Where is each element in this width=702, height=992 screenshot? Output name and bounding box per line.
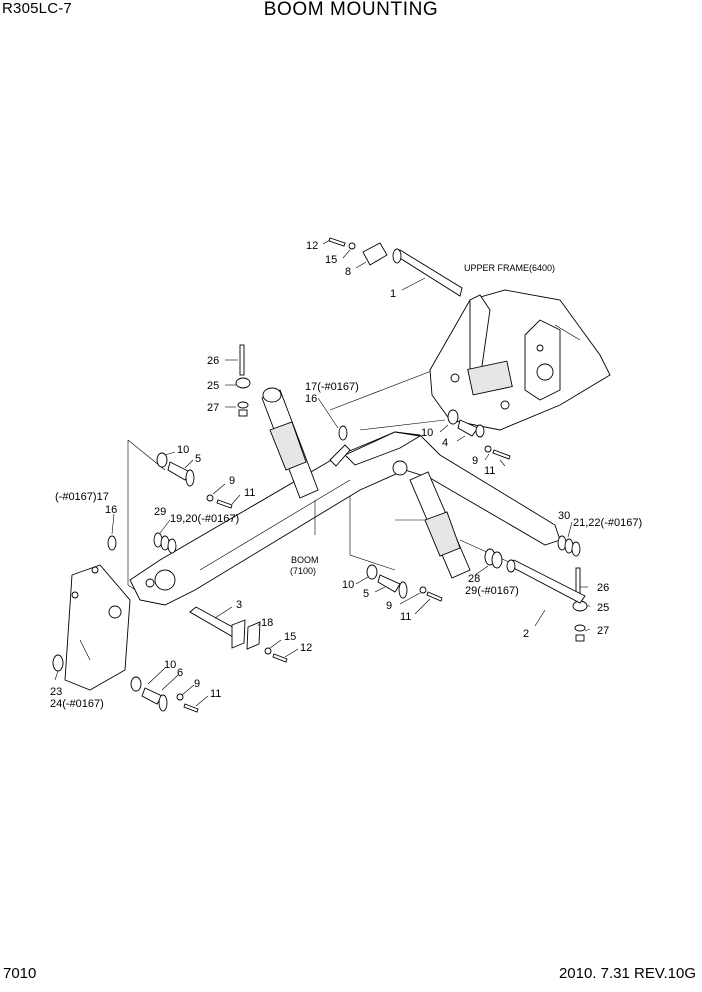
callout: 10 xyxy=(342,579,354,591)
page-number: 7010 xyxy=(3,965,37,982)
upper-frame xyxy=(429,289,611,431)
washer-16-top xyxy=(329,425,351,467)
callout: 21,22(-#0167) xyxy=(573,517,642,529)
callout: 26 xyxy=(597,582,609,594)
boom-foot-pin xyxy=(392,248,463,297)
pin-bottom xyxy=(189,606,288,663)
callout: 5 xyxy=(363,588,369,600)
callout: 11 xyxy=(484,465,495,477)
callout: 15 xyxy=(284,631,296,643)
page-title: BOOM MOUNTING xyxy=(263,0,439,20)
boom-cylinder-lower xyxy=(409,471,471,579)
bolt-stack-right xyxy=(572,567,588,642)
callout: 25 xyxy=(207,380,219,392)
callout: 30 xyxy=(558,510,570,522)
callout: 12 xyxy=(300,642,312,654)
callout: 17(-#0167) xyxy=(305,381,359,393)
pin-mid xyxy=(366,564,443,602)
callout: 11 xyxy=(210,688,221,700)
callout: 23 xyxy=(50,686,62,698)
callout: 24(-#0167) xyxy=(50,698,104,710)
boom-cylinder-upper xyxy=(261,387,319,499)
callout: 9 xyxy=(194,678,200,690)
callout-labels: 12 15 8 1 26 25 27 17(-#0167) 16 10 4 9 … xyxy=(50,240,642,710)
callout: 16 xyxy=(305,393,317,405)
callout: (-#0167)17 xyxy=(55,491,109,503)
callout: 15 xyxy=(325,254,337,266)
callout: 16 xyxy=(105,504,117,516)
pin-right xyxy=(447,409,511,460)
boom-label: BOOM xyxy=(291,555,319,565)
callout: 29(-#0167) xyxy=(465,585,519,597)
callout: 9 xyxy=(472,455,478,467)
leader-lines xyxy=(54,239,591,707)
callout: 19,20(-#0167) xyxy=(170,513,239,525)
callout: 4 xyxy=(442,437,448,449)
callout: 27 xyxy=(597,625,609,637)
callout: 9 xyxy=(229,475,235,487)
callout: 25 xyxy=(597,602,609,614)
callout: 12 xyxy=(306,240,318,252)
callout: 27 xyxy=(207,402,219,414)
callout: 18 xyxy=(261,617,273,629)
callout: 28 xyxy=(468,573,480,585)
boom-code-label: (7100) xyxy=(290,566,316,576)
callout: 8 xyxy=(345,266,351,278)
washer-set-right xyxy=(557,535,581,557)
washer-23 xyxy=(52,654,64,672)
boom-foot-bracket xyxy=(64,564,131,691)
callout: 6 xyxy=(177,667,183,679)
callout: 10 xyxy=(164,659,176,671)
revision-date: 2010. 7.31 REV.10G xyxy=(558,965,696,982)
bolt-top xyxy=(328,237,356,250)
model-number: R305LC-7 xyxy=(2,0,72,17)
callout: 11 xyxy=(244,487,255,499)
callout: 2 xyxy=(523,628,529,640)
cylinder-pin xyxy=(506,559,586,604)
upper-frame-label: UPPER FRAME(6400) xyxy=(464,263,555,273)
bolt-stack-left xyxy=(235,344,251,417)
washer-16-left xyxy=(107,535,117,551)
washer-set-mid xyxy=(484,548,503,569)
callout: 29 xyxy=(154,506,166,518)
callout: 11 xyxy=(400,611,411,623)
pin-left xyxy=(156,452,233,509)
washer-set-left xyxy=(153,532,177,554)
callout: 5 xyxy=(195,453,201,465)
callout: 10 xyxy=(421,427,433,439)
callout: 1 xyxy=(390,288,396,300)
pin-bottom-6 xyxy=(130,676,199,713)
callout: 26 xyxy=(207,355,219,367)
callout: 10 xyxy=(177,444,189,456)
lock-plate-top xyxy=(362,242,388,266)
callout: 9 xyxy=(386,600,392,612)
boom xyxy=(129,431,561,606)
callout: 3 xyxy=(236,599,242,611)
